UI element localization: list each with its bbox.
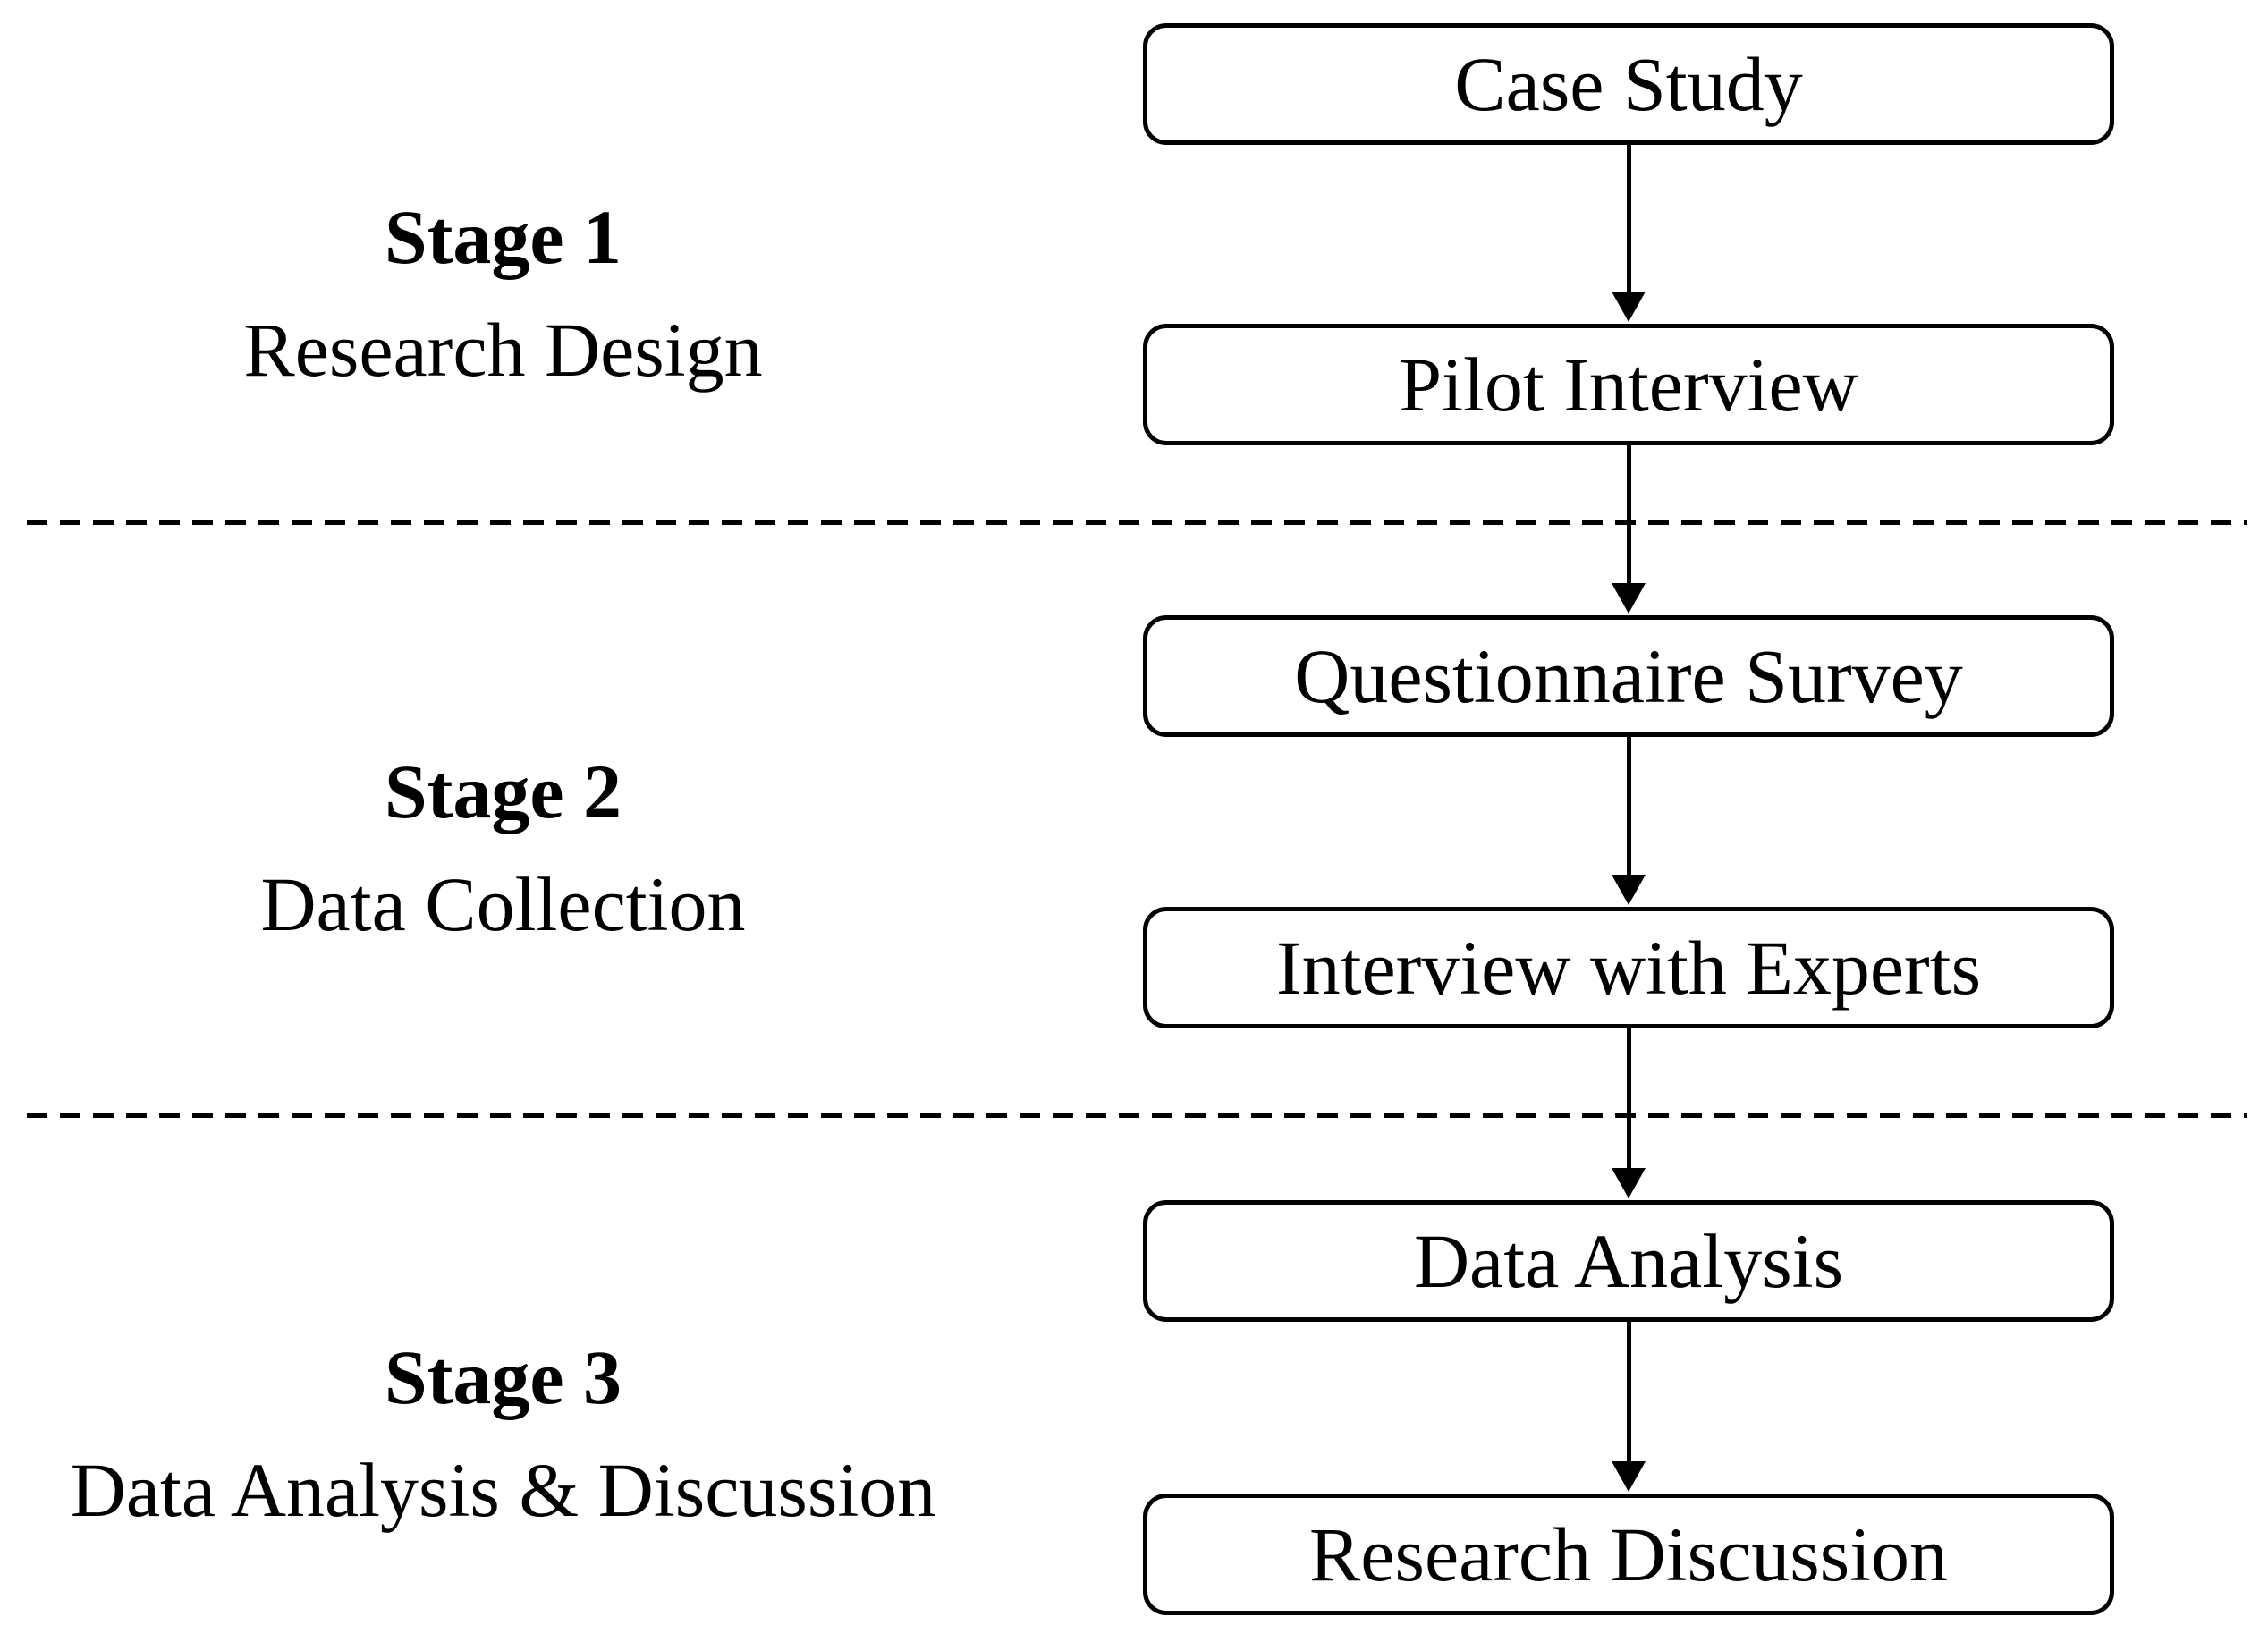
flow-node-data-analysis: Data Analysis [1143,1200,2114,1322]
stage-label-1: Stage 1 Research Design [54,181,952,406]
arrow-line [1626,1322,1631,1461]
stage-label-3: Stage 3 Data Analysis & Discussion [54,1321,952,1546]
flow-node-interview-with-experts: Interview with Experts [1143,907,2114,1028]
flow-node-label: Questionnaire Survey [1294,633,1963,719]
arrow-interview-with-experts-to-data-analysis [1612,1028,1646,1198]
arrow-case-study-to-pilot-interview [1612,145,1646,322]
flow-node-research-discussion: Research Discussion [1143,1494,2114,1615]
arrow-line [1626,145,1631,292]
flow-node-label: Pilot Interview [1399,342,1858,427]
arrowhead-down-icon [1612,583,1646,614]
flow-node-label: Research Discussion [1308,1511,1949,1597]
flow-node-label: Interview with Experts [1275,925,1982,1011]
stage-1-title: Stage 1 [384,194,622,280]
stage-2-title: Stage 2 [384,749,622,834]
flow-node-label: Case Study [1454,41,1803,127]
flow-node-pilot-interview: Pilot Interview [1143,324,2114,445]
stage-separator-1 [27,520,2247,525]
arrow-data-analysis-to-research-discussion [1612,1322,1646,1492]
stage-1-subtitle: Research Design [243,307,763,393]
arrow-line [1626,445,1631,583]
arrowhead-down-icon [1612,292,1646,322]
flow-node-case-study: Case Study [1143,23,2114,145]
arrowhead-down-icon [1612,875,1646,905]
arrow-pilot-interview-to-questionnaire-survey [1612,445,1646,614]
arrow-questionnaire-survey-to-interview-with-experts [1612,737,1646,905]
stage-3-title: Stage 3 [384,1334,622,1420]
flow-node-questionnaire-survey: Questionnaire Survey [1143,615,2114,737]
stage-3-subtitle: Data Analysis & Discussion [70,1447,936,1533]
stage-2-subtitle: Data Collection [260,861,746,947]
arrow-line [1626,1028,1631,1168]
stage-separator-2 [27,1113,2247,1118]
arrowhead-down-icon [1612,1461,1646,1492]
stage-label-2: Stage 2 Data Collection [54,735,952,961]
arrow-line [1626,737,1631,875]
arrowhead-down-icon [1612,1168,1646,1198]
flow-node-label: Data Analysis [1413,1218,1844,1304]
